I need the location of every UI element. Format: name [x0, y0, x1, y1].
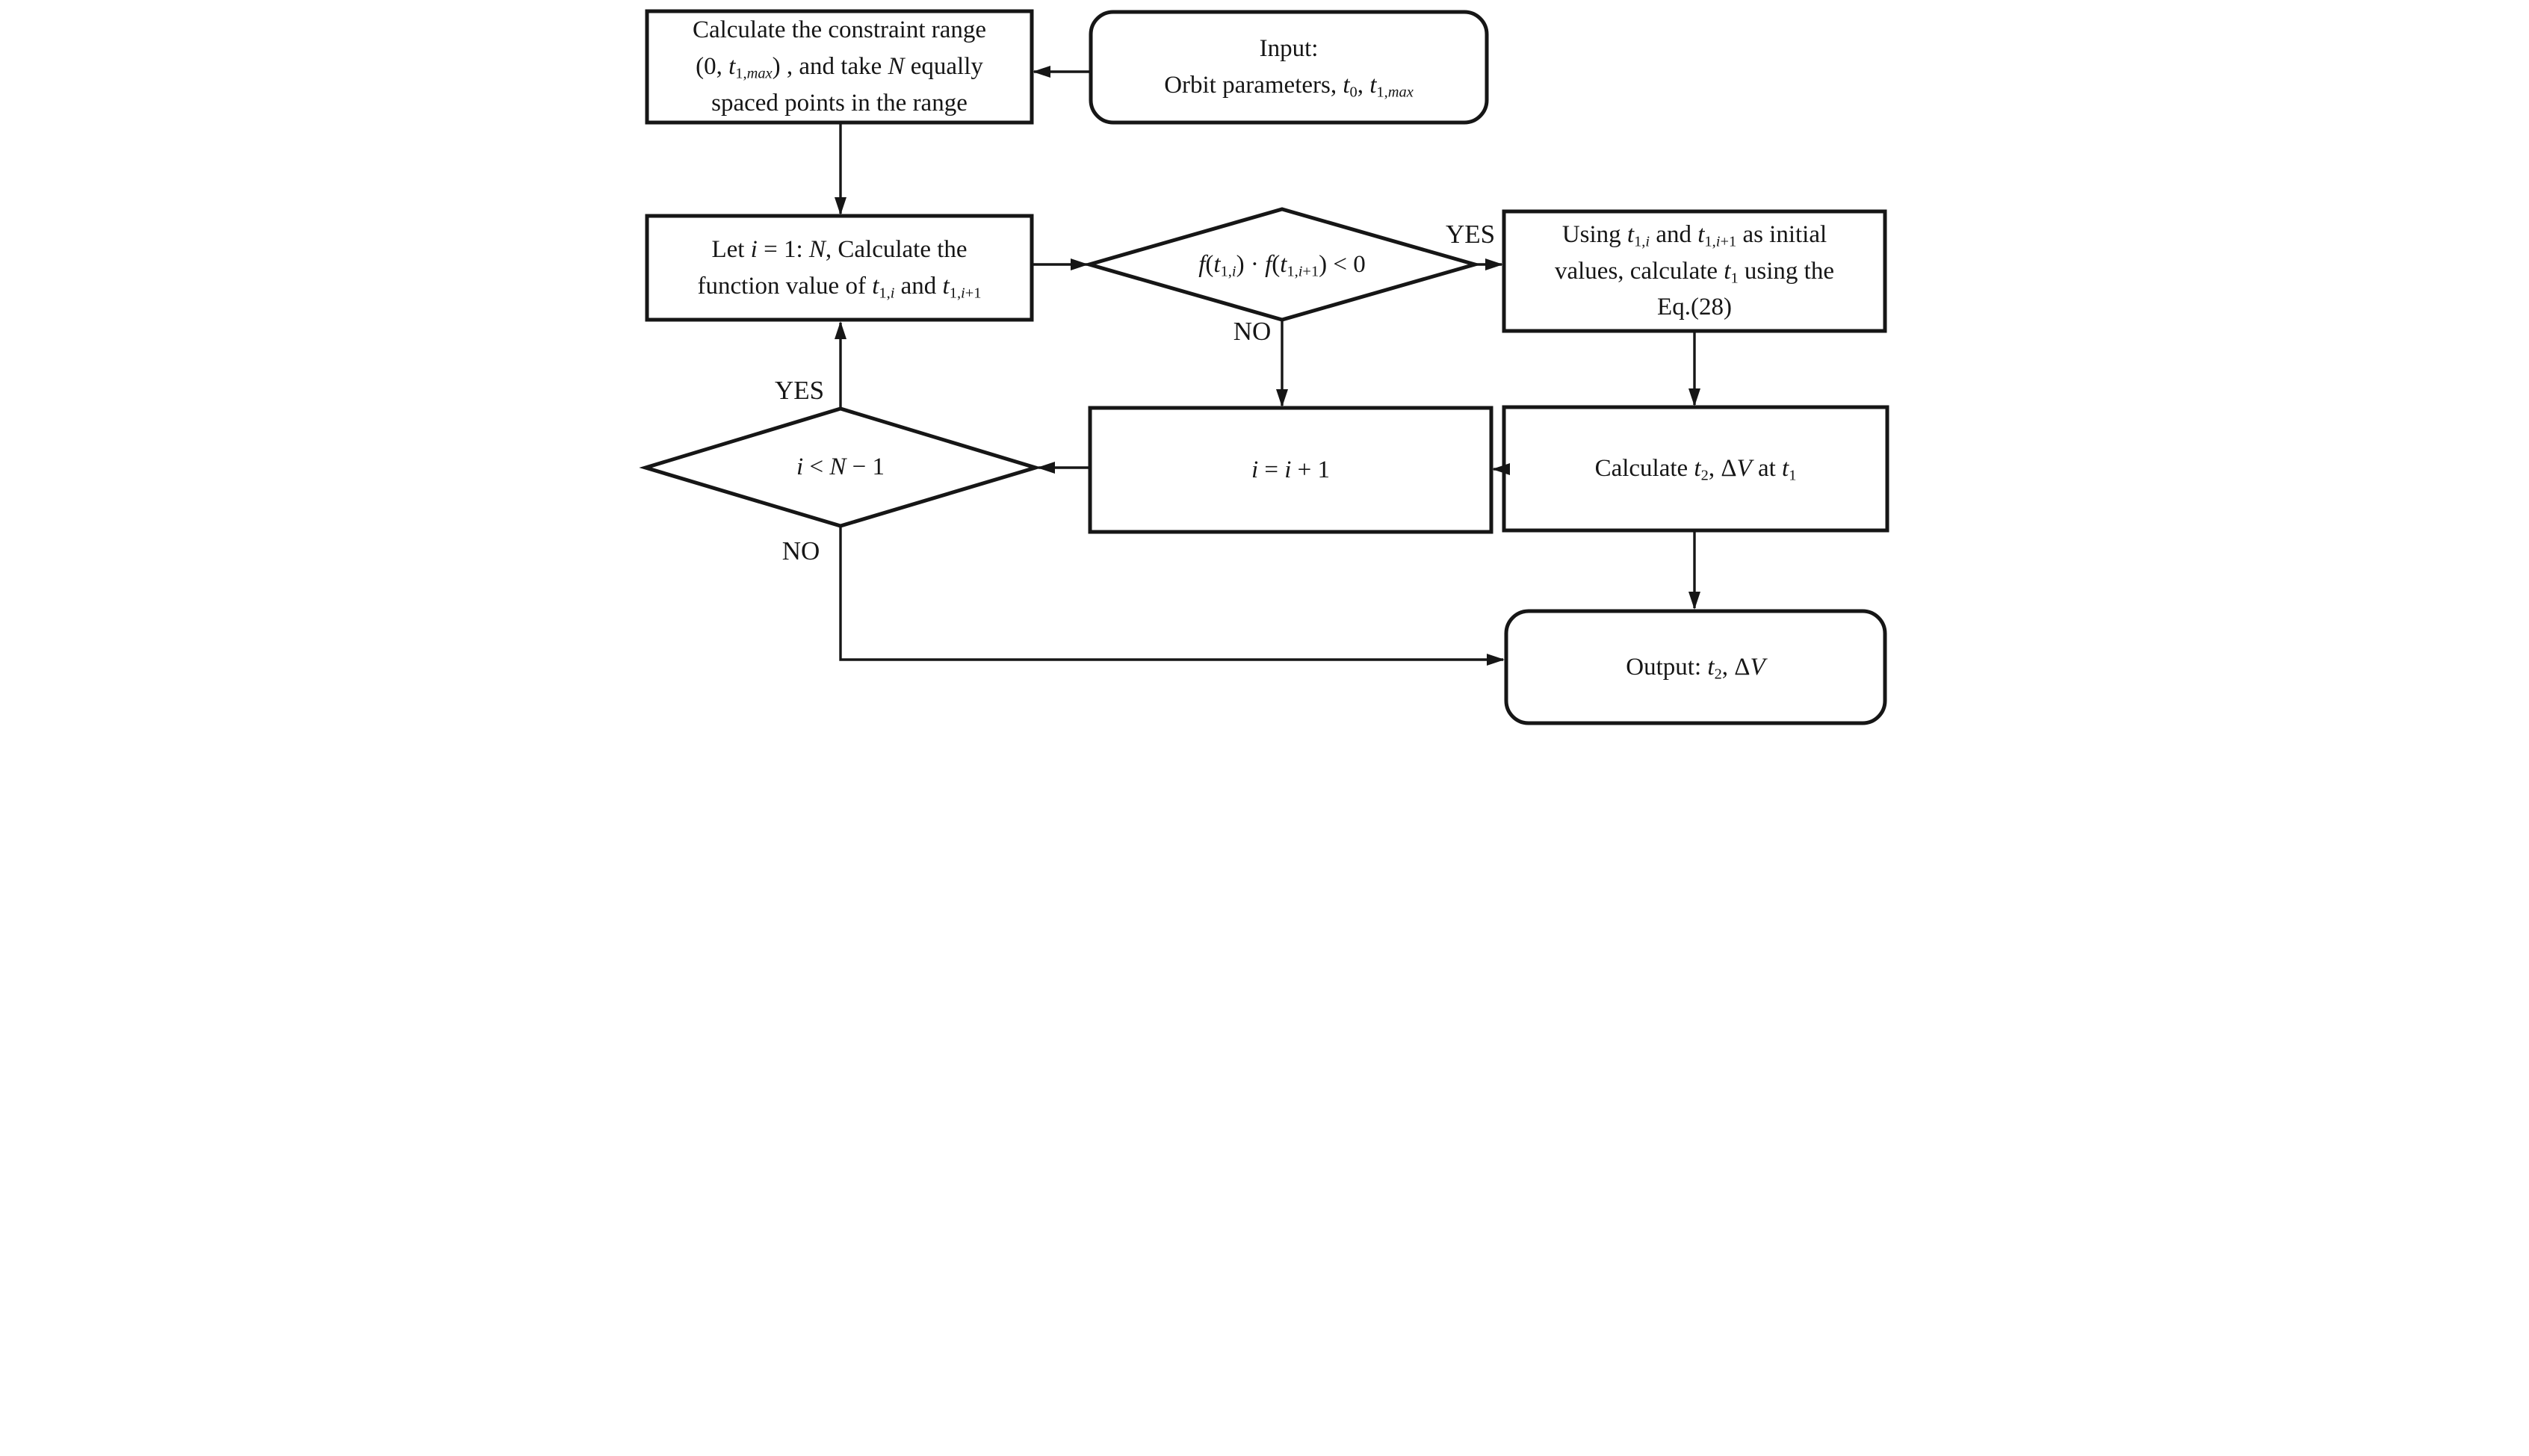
flowchart-canvas: Calculate the constraint range(0, t1,max…: [632, 0, 1897, 728]
more-points-diamond: [639, 406, 1042, 528]
output-terminator: [1504, 609, 1887, 725]
flowchart-shapes: [639, 9, 1889, 725]
use-initial-box: [1502, 209, 1887, 333]
input-terminator: [1089, 10, 1489, 125]
calc-range-box: [645, 9, 1034, 125]
sign-change-diamond: [1082, 207, 1482, 322]
increment-box: [1088, 406, 1493, 534]
calc-t2-box: [1502, 405, 1889, 533]
edge-more-points-no-to-output: [839, 527, 1505, 666]
let-loop-box: [645, 214, 1034, 322]
